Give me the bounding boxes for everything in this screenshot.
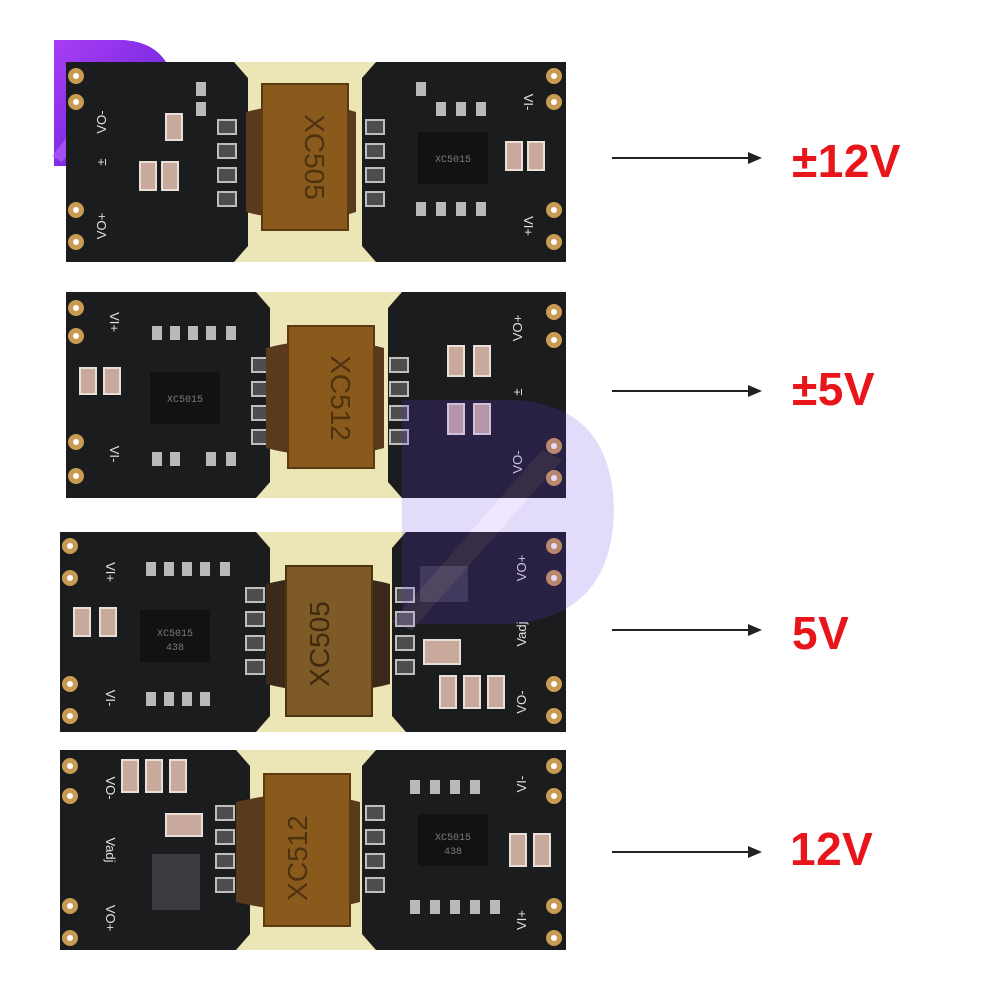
transformer-marking: XC505: [304, 601, 335, 687]
pin-label: VI+: [514, 910, 529, 930]
ic-marking: XC5015: [435, 833, 471, 844]
pin-label: VI-: [103, 690, 118, 707]
pin-label: VO+: [510, 315, 525, 341]
pin-label: VI-: [514, 776, 529, 793]
converter-board-3: XC5015 438 XC505 VI+ VI- VO+ Vadj VO-: [60, 532, 566, 732]
ic-marking: XC5015: [435, 155, 471, 166]
pin-label: ±: [510, 388, 525, 395]
transformer-marking: XC505: [299, 114, 330, 200]
voltage-label-2: ±5V: [792, 363, 876, 415]
pin-label: ±: [94, 158, 109, 165]
transformer-marking: XC512: [282, 815, 313, 901]
ic-code: 438: [166, 643, 184, 654]
pin-label: VO+: [514, 555, 529, 581]
converter-board-4: XC5015 438 XC512 VO- Vadj VO+ VI- VI+: [60, 750, 566, 950]
voltage-label-1: ±12V: [792, 135, 902, 187]
pin-label: VI+: [107, 312, 122, 332]
converter-board-1: XC5015 XC505 VO- ± VO+ VI- VI+: [66, 62, 566, 262]
watermark-logo-icon: [392, 400, 614, 630]
ic-marking: XC5015: [157, 629, 193, 640]
pin-label: VI+: [103, 562, 118, 582]
pin-label: VI-: [521, 94, 536, 111]
pin-label: VO+: [103, 905, 118, 931]
ic-marking: XC5015: [167, 395, 203, 406]
arrow-4-icon: [612, 846, 762, 858]
pin-label: VO-: [94, 110, 109, 133]
pin-label: Vadj: [103, 837, 118, 862]
pin-label: VO-: [514, 690, 529, 713]
pin-label: VI-: [107, 446, 122, 463]
converter-board-2: XC5015 XC512 VI+ VI- VO+ ± VO-: [66, 292, 566, 498]
pin-label: VO+: [94, 213, 109, 239]
pin-label: Vadj: [514, 621, 529, 646]
transformer-marking: XC512: [325, 355, 356, 441]
ic-code: 438: [444, 847, 462, 858]
pin-label: VO-: [103, 776, 118, 799]
pin-label: VI+: [521, 216, 536, 236]
voltage-label-4: 12V: [790, 823, 874, 875]
arrow-2-icon: [612, 385, 762, 397]
voltage-label-3: 5V: [792, 607, 850, 659]
arrow-3-icon: [612, 624, 762, 636]
pin-label: VO-: [510, 450, 525, 473]
arrow-1-icon: [612, 152, 762, 164]
